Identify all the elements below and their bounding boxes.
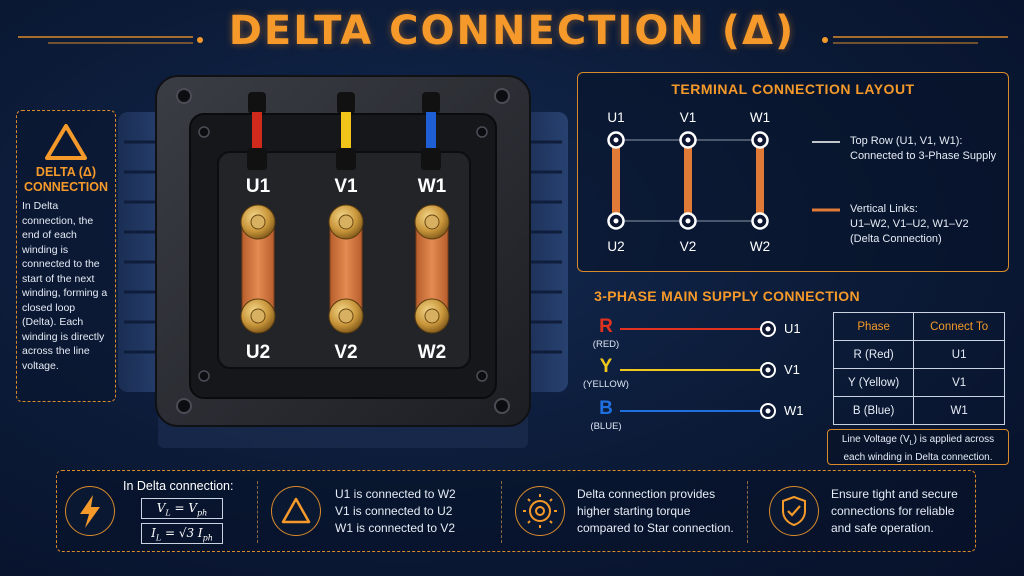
phase-connection-table: Phase Connect To R (Red) U1 Y (Yellow) V… xyxy=(832,312,1005,425)
supply-terminal-v1: V1 xyxy=(784,362,800,377)
supply-terminal-u1: U1 xyxy=(784,321,801,336)
table-row: R (Red) U1 xyxy=(832,340,1005,369)
table-cell: U1 xyxy=(913,340,1005,369)
gear-icon xyxy=(515,486,565,536)
supply-title: 3-PHASE MAIN SUPPLY CONNECTION xyxy=(594,288,860,304)
connection-heading: CONNECTION xyxy=(23,180,109,194)
layout-label-v1: V1 xyxy=(679,110,697,125)
motor-label-v2: V2 xyxy=(334,342,358,363)
separator xyxy=(501,481,502,543)
line-voltage-note: Line Voltage (VL) is applied across each… xyxy=(827,429,1009,465)
motor-label-v1: V1 xyxy=(334,176,358,197)
connection-summary: U1 is connected to W2 V1 is connected to… xyxy=(335,487,456,535)
table-header: Connect To xyxy=(913,312,1005,341)
phase-y-name: (YELLOW) xyxy=(583,379,629,390)
separator xyxy=(747,481,748,543)
current-formula: IL = √3 Iph xyxy=(141,523,223,544)
motor-label-w1: W1 xyxy=(417,176,447,197)
phase-y-letter: Y xyxy=(599,356,613,377)
motor-label-w2: W2 xyxy=(417,342,447,363)
page-title: DELTA CONNECTION (Δ) xyxy=(228,8,796,54)
voltage-formula: VL = Vph xyxy=(141,498,223,519)
motor-illustration xyxy=(118,75,568,448)
table-row: B (Blue) W1 xyxy=(832,396,1005,425)
motor-label-u1: U1 xyxy=(245,176,271,197)
layout-label-u2: U2 xyxy=(607,239,625,254)
table-header-row: Phase Connect To xyxy=(832,312,1005,341)
delta-heading: DELTA (Δ) xyxy=(35,165,97,179)
delta-triangle-icon xyxy=(45,124,87,160)
separator xyxy=(257,481,258,543)
phase-b-letter: B xyxy=(599,398,613,419)
lightning-icon xyxy=(65,486,115,536)
table-cell: V1 xyxy=(913,368,1005,397)
legend-vertical-links: Vertical Links: U1–W2, V1–U2, W1–V2 (Del… xyxy=(850,203,969,245)
shield-check-icon xyxy=(769,486,819,536)
layout-label-u1: U1 xyxy=(607,110,625,125)
title-decoration-left xyxy=(18,36,203,44)
terminal-layout-panel: TERMINAL CONNECTION LAYOUT U1 V1 W1 U2 V… xyxy=(577,72,1009,272)
delta-info-box: DELTA (Δ) CONNECTION In Delta connection… xyxy=(16,110,116,402)
motor-terminal-box: U1 V1 W1 U2 V2 W2 xyxy=(118,72,568,452)
terminal-layout-diagram xyxy=(607,131,840,230)
table-cell: B (Blue) xyxy=(832,396,915,425)
torque-note: Delta connection provides higher startin… xyxy=(577,487,734,535)
table-cell: R (Red) xyxy=(832,340,915,369)
phase-r-letter: R xyxy=(599,316,613,337)
supply-wiring-diagram xyxy=(620,321,776,419)
terminal-layout-title: TERMINAL CONNECTION LAYOUT xyxy=(671,81,915,97)
title-decoration-right xyxy=(822,36,1008,44)
layout-label-v2: V2 xyxy=(679,239,697,254)
motor-label-u2: U2 xyxy=(245,342,271,363)
supply-terminal-w1: W1 xyxy=(784,403,804,418)
layout-label-w2: W2 xyxy=(749,239,771,254)
phase-b-name: (BLUE) xyxy=(590,421,622,432)
legend-top-row: Top Row (U1, V1, W1): Connected to 3-Pha… xyxy=(850,135,997,162)
safety-note: Ensure tight and secure connections for … xyxy=(831,487,958,535)
bottom-info-strip: In Delta connection: VL = Vph IL = √3 Ip… xyxy=(56,470,976,552)
formula-heading: In Delta connection: xyxy=(123,479,234,493)
table-cell: W1 xyxy=(913,396,1005,425)
phase-r-name: (RED) xyxy=(592,339,620,350)
table-header: Phase xyxy=(832,312,915,341)
triangle-icon xyxy=(271,486,321,536)
table-row: Y (Yellow) V1 xyxy=(832,368,1005,397)
table-cell: Y (Yellow) xyxy=(832,368,915,397)
delta-description: In Delta connection, the end of each win… xyxy=(22,200,108,372)
layout-label-w1: W1 xyxy=(749,110,771,125)
